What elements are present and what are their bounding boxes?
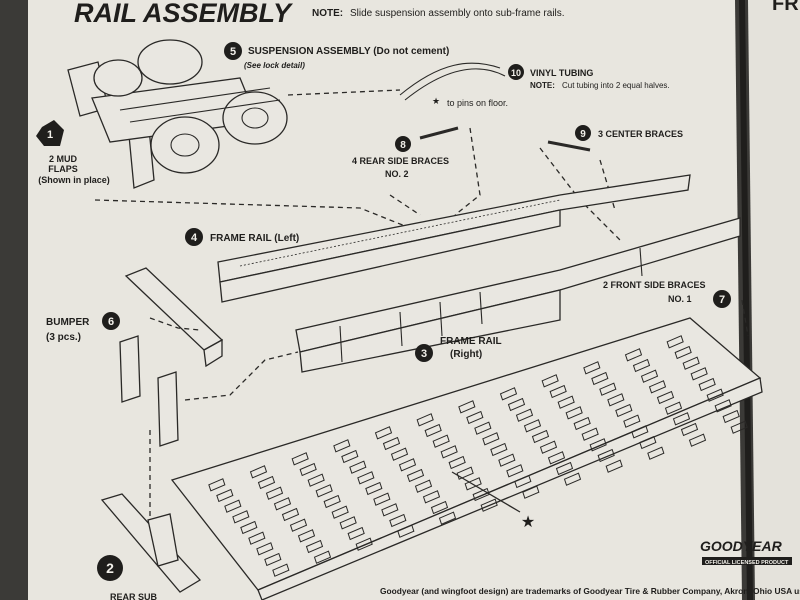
- callout-8-badge: [395, 136, 411, 152]
- callout-8-number: 8: [400, 140, 406, 151]
- callout-10-badge: [508, 64, 524, 80]
- callout-7-badge: [713, 290, 731, 308]
- floor-grate-drawing: [170, 317, 763, 600]
- tubing-note-label: NOTE:: [530, 81, 555, 90]
- callout-5-label: SUSPENSION ASSEMBLY (Do not cement): [248, 46, 449, 57]
- callout-8-label-2: NO. 2: [385, 169, 409, 179]
- callout-4-label: FRAME RAIL (Left): [210, 233, 299, 244]
- callout-5-number: 5: [230, 46, 236, 58]
- star-pin-leader: [451, 471, 521, 513]
- callout-4-badge: [185, 228, 203, 246]
- callout-1-label-1: 2 MUD: [49, 154, 78, 164]
- tubing-note-text: Cut tubing into 2 equal halves.: [562, 81, 670, 90]
- callout-5-sublabel: (See lock detail): [244, 61, 305, 70]
- center-brace-drawing: [547, 140, 591, 152]
- callout-10-number: 10: [511, 68, 521, 78]
- note-text: Slide suspension assembly onto sub-frame…: [350, 8, 565, 19]
- callout-5-badge: [224, 42, 242, 60]
- callout-4-number: 4: [191, 232, 198, 244]
- page-title: RAIL ASSEMBLY: [74, 0, 294, 28]
- callout-1-label-3: (Shown in place): [38, 175, 110, 185]
- logo-subline: OFFICIAL LICENSED PRODUCT: [705, 560, 789, 566]
- logo-subline-bar: [702, 557, 792, 565]
- callout-3-badge: [415, 344, 433, 362]
- callout-1-label-2: FLAPS: [48, 164, 78, 174]
- callout-2-badge: [97, 555, 123, 581]
- callout-7-number: 7: [719, 294, 725, 306]
- next-page-heading-fragment: FR: [772, 0, 799, 15]
- callout-1-number: 1: [47, 129, 53, 141]
- callout-6-label-1: BUMPER: [46, 317, 90, 328]
- callout-3-label-2: (Right): [450, 349, 482, 360]
- rear-sub-frame-drawing: [100, 493, 202, 593]
- callout-9-label: 3 CENTER BRACES: [598, 129, 683, 139]
- rear-brace-drawing: [419, 126, 459, 140]
- goodyear-logo: GOODYEAR: [700, 538, 783, 554]
- note-label: NOTE:: [312, 8, 343, 19]
- star-icon-floor: ★: [521, 514, 535, 531]
- callout-9-number: 9: [580, 129, 586, 140]
- suspension-assembly-drawing: [67, 39, 288, 189]
- callout-8-label-1: 4 REAR SIDE BRACES: [352, 156, 449, 166]
- vinyl-tubing-drawing: [399, 62, 501, 96]
- floor-grate-slots: [208, 335, 748, 577]
- callout-3-number: 3: [421, 348, 427, 360]
- callout-6-number: 6: [108, 316, 114, 328]
- page-gutter: [739, 0, 753, 600]
- star-icon: ★: [432, 96, 440, 106]
- callout-2-number: 2: [106, 560, 114, 576]
- callout-9-badge: [575, 125, 591, 141]
- frame-rail-left-drawing: [217, 174, 691, 303]
- callout-6-label-2: (3 pcs.): [46, 332, 81, 343]
- callout-10-label: VINYL TUBING: [530, 68, 593, 78]
- frame-rail-right-drawing: [295, 217, 741, 373]
- callout-2-label-fragment: REAR SUB: [110, 592, 158, 600]
- callout-1-badge: [36, 120, 64, 146]
- trademark-notice: Goodyear (and wingfoot design) are trade…: [380, 586, 800, 596]
- callout-7-label-1: 2 FRONT SIDE BRACES: [603, 280, 706, 290]
- callout-6-badge: [102, 312, 120, 330]
- callout-3-label-1: FRAME RAIL: [440, 336, 502, 347]
- callout-7-label-2: NO. 1: [668, 294, 692, 304]
- adjacent-page: [748, 0, 800, 600]
- star-note: to pins on floor.: [447, 98, 508, 108]
